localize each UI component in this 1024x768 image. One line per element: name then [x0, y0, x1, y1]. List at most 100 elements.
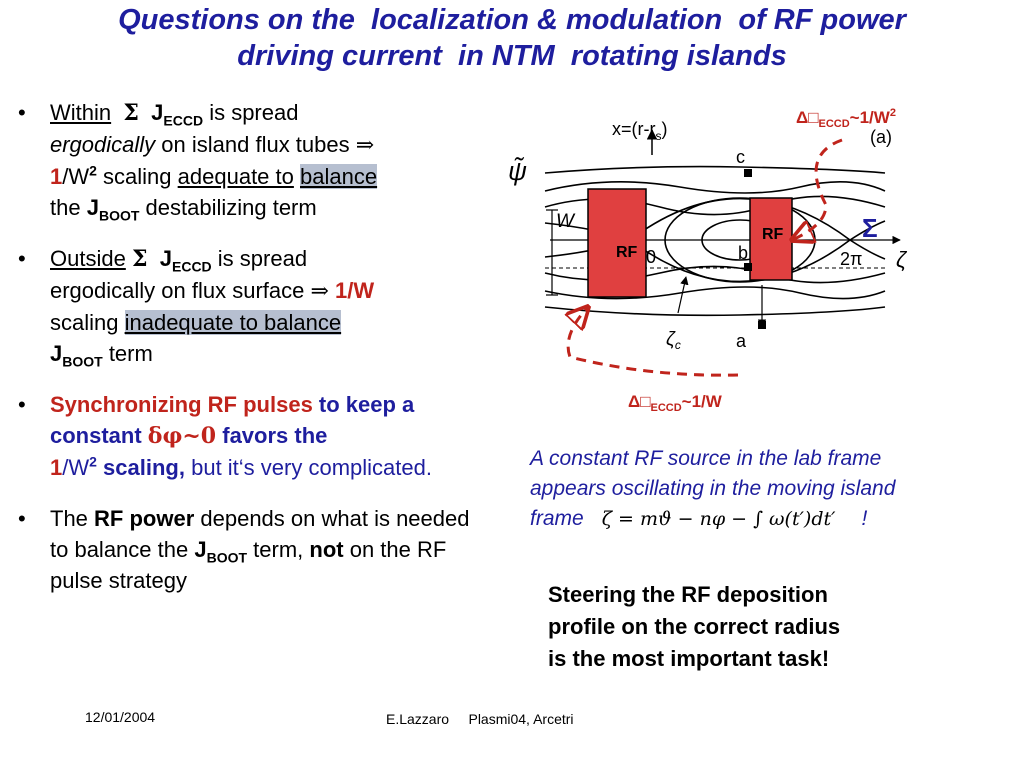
one-text: 1: [50, 455, 63, 480]
caption-line-3: frame ζ = mϑ − nφ − ∫ ω(t′)dt′!: [530, 504, 1000, 534]
point-a-label: a: [736, 331, 747, 351]
bullet-sync: • Synchronizing RF pulses to keep a cons…: [18, 389, 488, 483]
zeta-c-label: ζc: [666, 329, 681, 352]
exclamation: !: [861, 507, 868, 530]
point-b-marker: [744, 263, 752, 271]
j-boot: J: [194, 537, 207, 562]
point-c-marker: [744, 169, 752, 177]
destabilizing-text: destabilizing term: [139, 195, 317, 220]
rf-deposition-left: [587, 188, 647, 298]
footer-date: 12/01/2004: [85, 709, 156, 725]
boot-sub: BOOT: [62, 353, 103, 370]
steer-line-3: is the most important task!: [548, 646, 830, 671]
adequate-text: adequate to: [177, 164, 294, 189]
slide-title: Questions on the localization & modulati…: [0, 2, 1024, 74]
psi-label: ψ̃: [508, 156, 527, 186]
flux-line: [544, 181, 886, 194]
rf-label-left: RF: [616, 244, 638, 261]
bullet-dot: •: [18, 100, 26, 125]
title-line-2: driving current in NTM rotating islands: [237, 40, 787, 72]
squared-sup: 2: [89, 162, 97, 179]
footer-author: E.Lazzaro Plasmi04, Arcetri: [386, 711, 574, 727]
squared-sup: 2: [89, 453, 97, 470]
balance-highlight: balance: [300, 164, 378, 189]
phase-formula: ζ = mϑ − nφ − ∫ ω(t′)dt′: [601, 508, 836, 530]
favors-text: favors the: [216, 423, 328, 448]
dphi-symbol: δφ~0: [147, 423, 217, 449]
rf-power-text: RF power: [94, 506, 195, 531]
sigma-symbol: Σ: [131, 246, 148, 272]
inadequate-highlight: inadequate to balance: [124, 310, 342, 335]
caption-line-1: A constant RF source in the lab frame: [530, 447, 882, 470]
flux-tubes-text: on island flux tubes: [155, 132, 356, 157]
scaling-text: scaling,: [96, 455, 185, 480]
zeta-c-arrow: [677, 276, 689, 314]
j-eccd: J: [159, 246, 172, 271]
sync-text: Synchronizing RF pulses: [50, 392, 313, 417]
x-axis-label: x=(r-rs): [612, 119, 668, 143]
steering-note: Steering the RF deposition profile on th…: [548, 579, 948, 675]
one-over-w: 1/W: [335, 278, 375, 303]
depends-text: depends on what is needed to balance the: [50, 506, 470, 562]
frame-word: frame: [530, 507, 584, 530]
the-text: The: [50, 506, 95, 531]
top-annotation: Δ□ECCD~1/W2: [796, 107, 896, 130]
rf-label-right: RF: [762, 226, 784, 243]
point-c-label: c: [736, 147, 745, 167]
term-text: term: [102, 341, 153, 366]
flux-line: [544, 165, 886, 174]
slash-w-text: /W: [62, 164, 90, 189]
bullet-list: • Within Σ JECCD is spread ergodically o…: [18, 97, 488, 616]
j-eccd: J: [151, 100, 164, 125]
zeta-axis-label: ζ: [896, 247, 908, 272]
the-text: the: [50, 195, 87, 220]
is-spread-text: is spread: [203, 100, 299, 125]
bullet-dot: •: [18, 392, 26, 417]
bullet-within: • Within Σ JECCD is spread ergodically o…: [18, 97, 488, 223]
not-text: not: [309, 537, 344, 562]
scaling-text: scaling: [50, 310, 125, 335]
title-line-1: Questions on the localization & modulati…: [118, 4, 906, 36]
island-diagram: x=(r-rs) ψ̃ W ζ ζc 0 2π (a) c b a RF RF …: [508, 107, 908, 414]
bottom-annotation: Δ□ECCD~1/W: [628, 392, 723, 414]
term-text: term,: [247, 537, 310, 562]
caption: A constant RF source in the lab frame ap…: [530, 444, 1000, 534]
is-spread-text: is spread: [211, 246, 308, 271]
dashed-arrow-top: [792, 138, 843, 240]
zero-label: 0: [646, 247, 656, 267]
sigma-symbol: Σ: [123, 100, 139, 126]
rf-deposition-right: [749, 197, 793, 281]
implies-arrow: ⇒: [355, 133, 375, 158]
dashed-arrow-bottom: [568, 307, 739, 377]
steer-line-2: profile on the correct radius: [548, 614, 841, 639]
two-pi-label: 2π: [840, 249, 862, 269]
one-text: 1: [50, 164, 63, 189]
boot-sub: BOOT: [206, 549, 248, 566]
flux-line: [544, 286, 886, 300]
bullet-dot: •: [18, 506, 26, 531]
scaling-text: scaling: [96, 164, 178, 189]
caption-line-2: appears oscillating in the moving island: [530, 477, 896, 500]
bullet-dot: •: [18, 246, 26, 271]
boot-sub: BOOT: [98, 207, 140, 224]
j-boot: J: [86, 195, 99, 220]
eccd-sub: ECCD: [163, 112, 204, 129]
j-boot: J: [50, 341, 63, 366]
ergodically-word: ergodically: [50, 132, 156, 157]
point-b-label: b: [738, 243, 748, 263]
sigma-label: Σ: [862, 213, 878, 243]
bullet-rf-power: • The RF power depends on what is needed…: [18, 503, 488, 596]
keep-constant-text: to keep a constant: [50, 392, 415, 448]
slash-w-text: /W: [62, 455, 90, 480]
steer-line-1: Steering the RF deposition: [548, 582, 828, 607]
pulse-strategy-text: on the RF pulse strategy: [50, 537, 447, 593]
w-label: W: [556, 211, 576, 232]
outside-word: Outside: [50, 246, 126, 271]
within-word: Within: [50, 100, 112, 125]
implies-arrow: ⇒: [310, 279, 329, 304]
bullet-outside: • Outside Σ JECCD is spread ergodically …: [18, 243, 488, 369]
eccd-sub: ECCD: [172, 258, 212, 275]
complicated-text: but it‘s very complicated.: [184, 455, 432, 480]
panel-label: (a): [870, 127, 892, 147]
flux-surface-text: ergodically on flux surface: [50, 278, 311, 303]
